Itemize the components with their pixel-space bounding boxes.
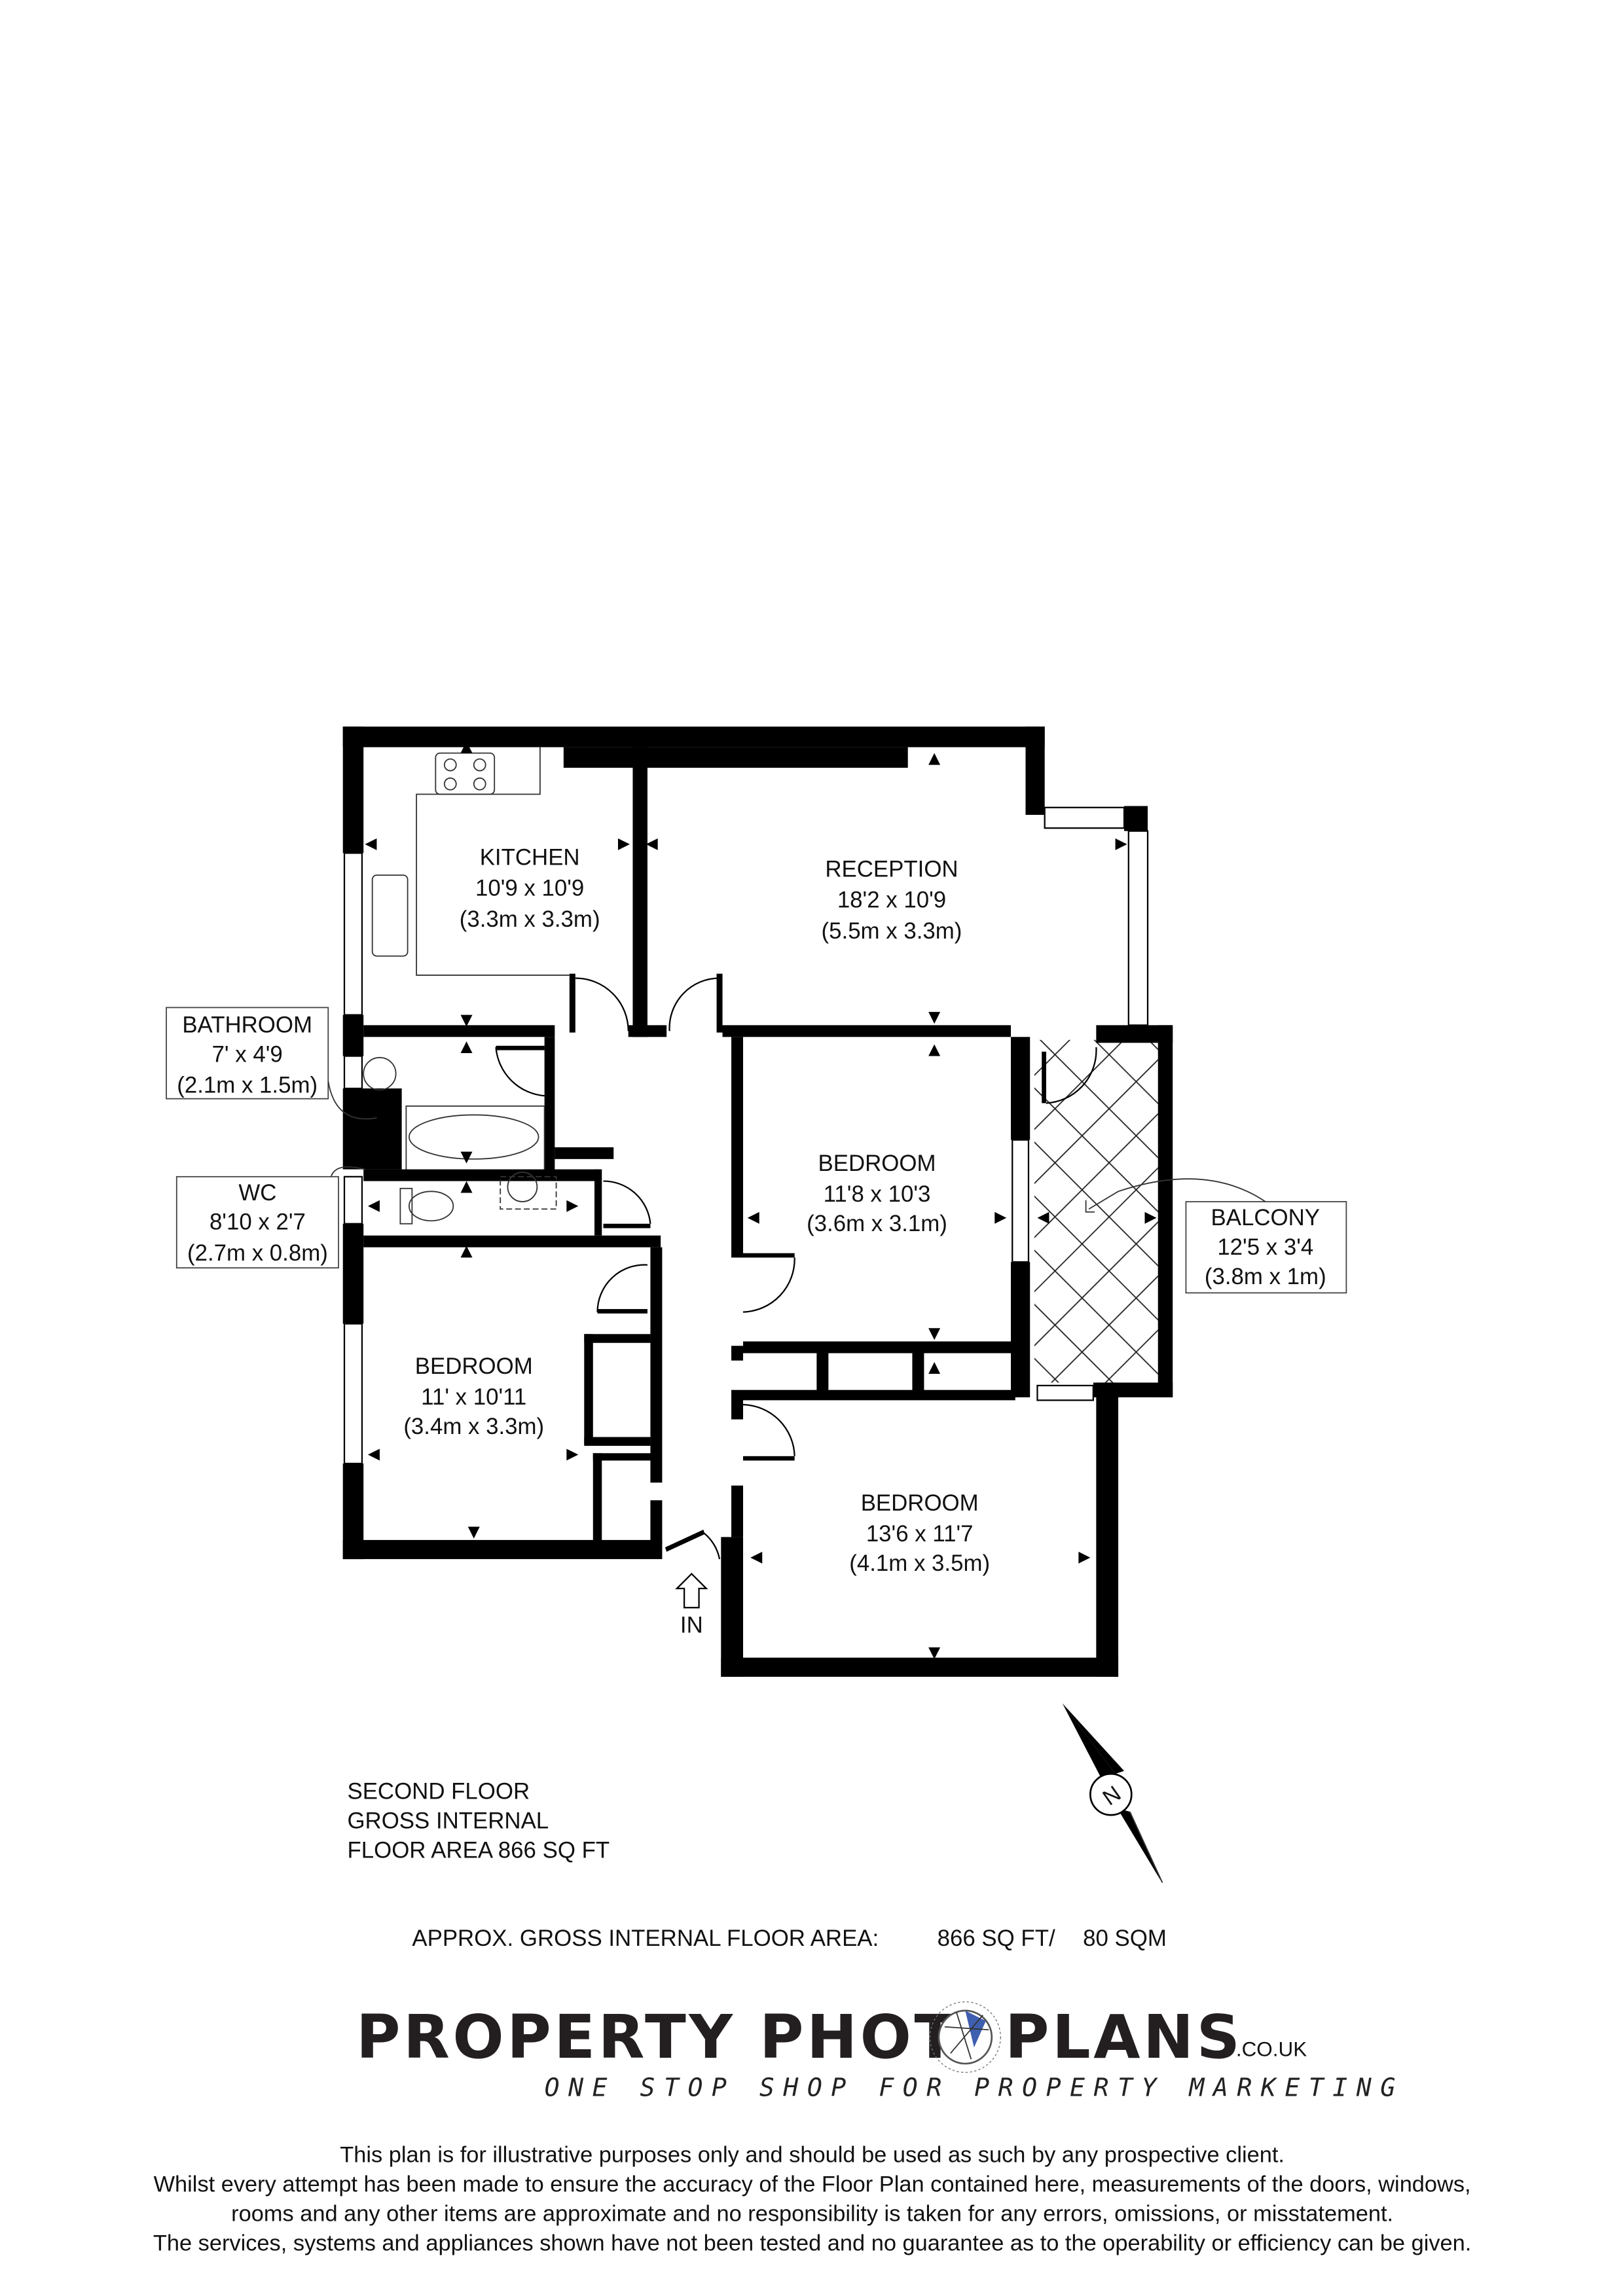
- room-size-metric: (3.6m x 3.1m): [807, 1211, 947, 1236]
- company-logo: PROPERTY PHOT PLANS .CO.UK ONE STOP SHOP…: [356, 2001, 1404, 2102]
- window: [1127, 830, 1149, 1026]
- room-name: BATHROOM: [182, 1013, 312, 1038]
- basin: [363, 1056, 397, 1091]
- callout-bathroom: BATHROOM 7' x 4'9 (2.1m x 1.5m): [166, 1007, 377, 1120]
- entrance-label: IN: [680, 1612, 703, 1638]
- room-name: BEDROOM: [415, 1354, 533, 1379]
- compass-icon: N: [1062, 1703, 1163, 1883]
- room-name: KITCHEN: [480, 844, 580, 870]
- room-size-metric: (3.3m x 3.3m): [460, 906, 600, 932]
- room-size-imperial: 12'5 x 3'4: [1217, 1234, 1313, 1260]
- room-reception: RECEPTION 18'2 x 10'9 (5.5m x 3.3m): [822, 856, 962, 943]
- callout-wc: WC 8'10 x 2'7 (2.7m x 0.8m): [175, 1166, 365, 1269]
- window: [1012, 1139, 1030, 1263]
- room-size-imperial: 13'6 x 11'7: [866, 1521, 974, 1547]
- room-size-imperial: 11' x 10'11: [421, 1384, 526, 1410]
- disclaimer-line: Whilst every attempt has been made to en…: [154, 2172, 1471, 2197]
- room-name: BEDROOM: [861, 1490, 979, 1516]
- logo-text-left: PROPERTY PHOT: [356, 2001, 958, 2072]
- disclaimer-line: The services, systems and appliances sho…: [153, 2231, 1471, 2255]
- toilet: [408, 1191, 454, 1222]
- room-size-metric: (5.5m x 3.3m): [822, 918, 962, 944]
- room-bedroom-bottom: BEDROOM 13'6 x 11'7 (4.1m x 3.5m): [849, 1490, 990, 1576]
- room-size-imperial: 11'8 x 10'3: [824, 1181, 931, 1207]
- window: [343, 1323, 363, 1465]
- room-name: BALCONY: [1211, 1205, 1320, 1230]
- bathtub: [408, 1114, 539, 1160]
- camera-aperture-icon: [929, 2001, 1001, 2073]
- approx-area: APPROX. GROSS INTERNAL FLOOR AREA: 866 S…: [412, 1926, 1167, 1951]
- room-size-metric: (3.4m x 3.3m): [403, 1414, 544, 1439]
- disclaimer-line: This plan is for illustrative purposes o…: [340, 2142, 1285, 2167]
- approx-area-label: APPROX. GROSS INTERNAL FLOOR AREA:: [412, 1926, 879, 1951]
- entrance-arrow-icon: [675, 1572, 708, 1609]
- wc-basin: [507, 1172, 538, 1202]
- room-size-metric: (4.1m x 3.5m): [849, 1551, 990, 1576]
- room-size-imperial: 18'2 x 10'9: [837, 888, 946, 913]
- room-size-imperial: 10'9 x 10'9: [475, 876, 584, 901]
- room-kitchen: KITCHEN 10'9 x 10'9 (3.3m x 3.3m): [460, 844, 600, 931]
- logo-suffix: .CO.UK: [1236, 2038, 1307, 2061]
- floor-info-line: SECOND FLOOR: [347, 1778, 530, 1804]
- room-name: WC: [238, 1180, 276, 1206]
- floor-info: SECOND FLOOR GROSS INTERNAL FLOOR AREA 8…: [347, 1778, 610, 1863]
- room-size-metric: (2.1m x 1.5m): [177, 1073, 318, 1098]
- approx-area-sqm: 80 SQM: [1083, 1926, 1167, 1951]
- window: [343, 1055, 363, 1090]
- window: [1036, 1384, 1094, 1401]
- disclaimer: This plan is for illustrative purposes o…: [153, 2142, 1471, 2255]
- room-name: BEDROOM: [818, 1151, 936, 1176]
- window: [1044, 806, 1125, 829]
- room-size-metric: (3.8m x 1m): [1205, 1264, 1326, 1289]
- dimension-arrows: [365, 741, 1157, 1659]
- kitchen-sink: [371, 874, 409, 957]
- floor-plan: [342, 726, 1173, 1677]
- disclaimer-line: rooms and any other items are approximat…: [231, 2201, 1393, 2226]
- floor-info-line: FLOOR AREA 866 SQ FT: [347, 1837, 610, 1863]
- room-size-imperial: 7' x 4'9: [212, 1042, 283, 1067]
- balcony-area: [1034, 1039, 1158, 1383]
- entrance-marker: IN: [675, 1572, 708, 1638]
- approx-area-sqft: 866 SQ FT/: [938, 1926, 1055, 1951]
- room-bedroom-middle: BEDROOM 11'8 x 10'3 (3.6m x 3.1m): [807, 1151, 947, 1236]
- window: [343, 852, 363, 1016]
- logo-text-right: PLANS: [1005, 2001, 1243, 2072]
- room-name: RECEPTION: [825, 856, 958, 882]
- window: [343, 1175, 363, 1225]
- room-bedroom-left: BEDROOM 11' x 10'11 (3.4m x 3.3m): [403, 1354, 544, 1439]
- room-size-imperial: 8'10 x 2'7: [210, 1210, 306, 1235]
- room-size-metric: (2.7m x 0.8m): [187, 1240, 328, 1266]
- logo-tagline: ONE STOP SHOP FOR PROPERTY MARKETING: [545, 2073, 1404, 2102]
- floor-info-line: GROSS INTERNAL: [347, 1808, 549, 1833]
- callout-balcony: BALCONY 12'5 x 3'4 (3.8m x 1m): [1085, 1178, 1347, 1294]
